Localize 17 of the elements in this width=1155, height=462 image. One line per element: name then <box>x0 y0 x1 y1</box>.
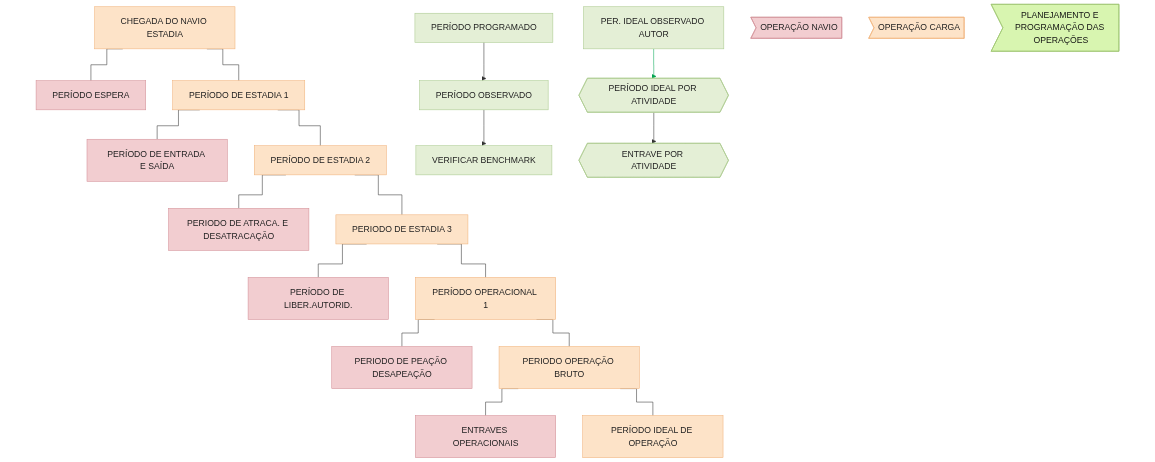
node-box: CHEGADA DO NAVIO ESTADIA <box>94 6 236 50</box>
node-box: PERÍODO DE ESTADIA 1 <box>172 80 306 111</box>
node-box: VERIFICAR BENCHMARK <box>415 145 553 176</box>
node-box: PERIODO DE ATRACA. E DESATRACAÇÃO <box>168 208 310 251</box>
node-box: PERÍODO ESPERA <box>35 80 146 111</box>
node-box: PERIODO DE ESTADIA 3 <box>335 214 469 245</box>
node-box: PERÍODO OBSERVADO <box>419 80 549 111</box>
node-box: PERÍODO DE LIBER.AUTORID. <box>247 277 389 320</box>
node-box: PERÍODO PROGRAMADO <box>414 12 554 43</box>
node-box: PERIODO OPERAÇÃO BRUTO <box>498 346 640 389</box>
node-box: PERIODO DE PEAÇÃO DESAPEAÇÃO <box>331 346 473 389</box>
node-box: PER. IDEAL OBSERVADO AUTOR <box>583 6 725 50</box>
node-box: PERÍODO OPERACIONAL 1 <box>415 277 556 320</box>
node-box: PERÍODO IDEAL DE OPERAÇÃO <box>582 415 724 458</box>
node-box: PERÍODO DE ENTRADA E SAÍDA <box>86 139 228 182</box>
node-box: PERÍODO DE ESTADIA 2 <box>254 145 387 176</box>
node-box: ENTRAVES OPERACIONAIS <box>415 415 556 458</box>
